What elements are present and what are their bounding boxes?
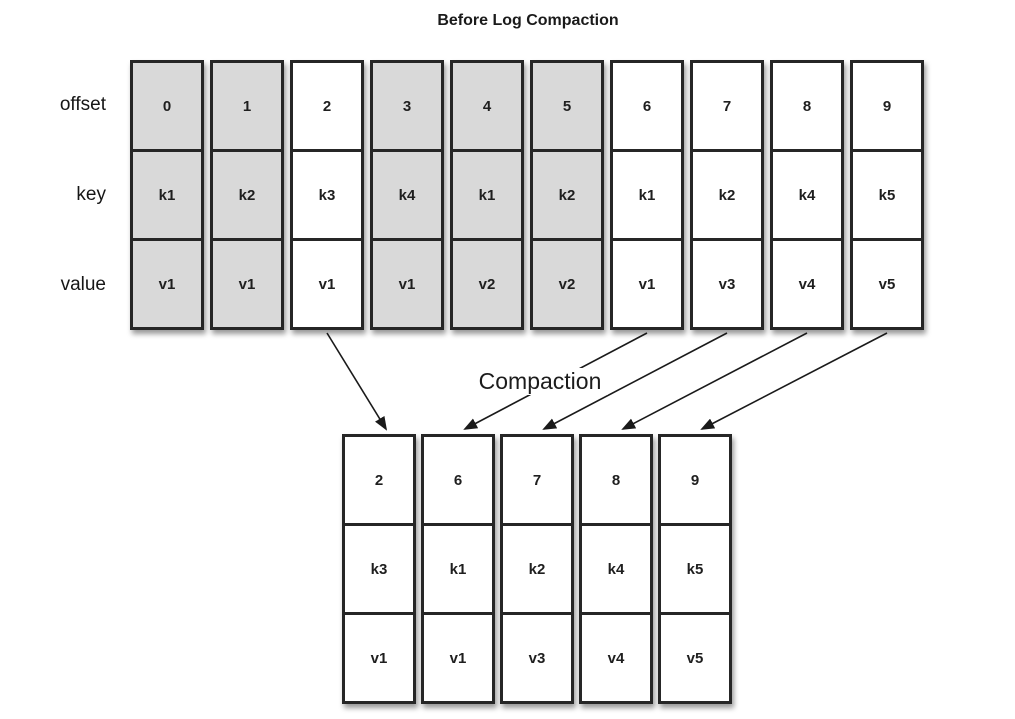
key-cell: k2 [213,149,281,238]
offset-cell: 8 [802,97,812,115]
record-column: 1 k2 v1 [210,60,284,330]
after-compaction-table: 2 k3 v1 6 k1 v1 7 k2 v3 8 k4 v4 9 k5 v5 [342,434,732,704]
before-compaction-table: 0 k1 v1 1 k2 v1 2 k3 v1 3 k4 v1 4 k1 v2 … [130,60,924,330]
offset-cell: 8 [611,471,621,489]
value-cell: v1 [213,238,281,327]
offset-cell: 3 [402,97,412,115]
offset-cell: 9 [882,97,892,115]
row-label-key: key [76,184,106,205]
record-column: 8 k4 v4 [579,434,653,704]
record-column: 7 k2 v3 [690,60,764,330]
key-cell: k2 [533,149,601,238]
value-cell: v2 [533,238,601,327]
key-cell: k1 [133,149,201,238]
compaction-arrow-8 [621,332,808,430]
value-cell: v1 [424,612,492,701]
value-cell: v3 [503,612,571,701]
row-label-offset: offset [59,94,106,115]
key-cell: k3 [345,523,413,612]
value-cell: v1 [373,238,441,327]
key-cell: k3 [293,149,361,238]
key-cell: k4 [773,149,841,238]
record-column: 3 k4 v1 [370,60,444,330]
value-cell: v2 [453,238,521,327]
record-column: 5 k2 v2 [530,60,604,330]
offset-cell: 0 [162,97,172,115]
offset-cell: 7 [722,97,732,115]
record-column: 2 k3 v1 [342,434,416,704]
record-column: 8 k4 v4 [770,60,844,330]
offset-cell: 6 [453,471,463,489]
value-cell: v1 [345,612,413,701]
record-column: 0 k1 v1 [130,60,204,330]
record-column: 9 k5 v5 [658,434,732,704]
value-cell: v3 [693,238,761,327]
offset-cell: 6 [642,97,652,115]
compaction-label: Compaction [472,368,608,395]
key-cell: k2 [693,149,761,238]
key-cell: k4 [373,149,441,238]
offset-cell: 4 [482,97,492,115]
offset-cell: 9 [690,471,700,489]
compaction-arrow-7 [542,332,728,430]
offset-cell: 2 [374,471,384,489]
value-cell: v4 [582,612,650,701]
value-cell: v1 [133,238,201,327]
key-cell: k4 [582,523,650,612]
key-cell: k2 [503,523,571,612]
key-cell: k1 [424,523,492,612]
value-cell: v1 [293,238,361,327]
offset-cell: 1 [242,97,252,115]
row-label-value: value [60,274,106,295]
offset-cell: 7 [532,471,542,489]
compaction-arrow-2 [326,332,388,431]
record-column: 2 k3 v1 [290,60,364,330]
key-cell: k1 [453,149,521,238]
record-column: 7 k2 v3 [500,434,574,704]
key-cell: k5 [853,149,921,238]
value-cell: v4 [773,238,841,327]
value-cell: v1 [613,238,681,327]
key-cell: k5 [661,523,729,612]
record-column: 4 k1 v2 [450,60,524,330]
record-column: 6 k1 v1 [610,60,684,330]
record-column: 6 k1 v1 [421,434,495,704]
offset-cell: 5 [562,97,572,115]
record-column: 9 k5 v5 [850,60,924,330]
offset-cell: 2 [322,97,332,115]
key-cell: k1 [613,149,681,238]
value-cell: v5 [661,612,729,701]
value-cell: v5 [853,238,921,327]
compaction-arrow-9 [700,332,888,430]
diagram-title: Before Log Compaction [437,12,619,29]
